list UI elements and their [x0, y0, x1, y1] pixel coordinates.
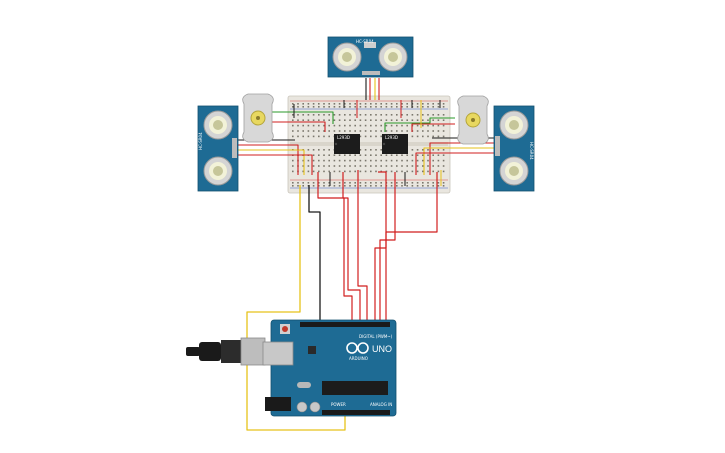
dc-motor-right[interactable] [457, 95, 489, 145]
sensor-right-label: HC-SR04 [529, 142, 534, 160]
ultrasonic-sensor-top[interactable]: HC-SR04 [327, 36, 414, 78]
wire-red-3 [357, 170, 368, 322]
breadboard[interactable] [287, 95, 451, 194]
driver-chip-left[interactable]: L293D [334, 134, 360, 154]
ultrasonic-sensor-icon [332, 42, 408, 72]
ultrasonic-sensor-right[interactable]: HC-SR04 [493, 105, 535, 192]
wire-right-motor-green [384, 117, 455, 132]
driver-chip-left-label: L293D [337, 135, 350, 140]
arduino-digital-header-label: DIGITAL (PWM~) [359, 334, 393, 339]
dc-motor-icon [242, 93, 274, 143]
wire-left-sensor-yellow [238, 149, 305, 175]
driver-chip-right-label: L293D [385, 135, 398, 140]
wire-red-1 [317, 172, 353, 322]
arduino-board[interactable]: DIGITAL (PWM~) UNO ARDUINO POWER ANALOG … [262, 319, 397, 417]
dc-motor-icon [457, 95, 489, 145]
wire-right-sensor-yellow [423, 147, 494, 175]
wire-left-motor-red [270, 121, 326, 132]
arduino-analog-label: ANALOG IN [370, 402, 392, 407]
usb-cable-icon [186, 337, 266, 366]
wire-right-sensor-red2 [415, 152, 494, 175]
wire-left-sensor-red [238, 144, 299, 175]
wire-red-5 [379, 172, 396, 322]
arduino-model-label: UNO [372, 344, 392, 354]
wires [238, 78, 494, 431]
wire-black-gnd [308, 185, 321, 322]
ultrasonic-sensor-left[interactable]: HC-SR04 [197, 105, 239, 192]
wire-right-motor-red [411, 123, 455, 132]
breadboard-holes [292, 103, 445, 187]
arduino-power-label: POWER [331, 402, 346, 407]
wire-red-2 [342, 172, 361, 322]
arduino-board-icon [262, 319, 397, 417]
ultrasonic-sensor-icon [499, 110, 529, 186]
sensor-top-label: HC-SR04 [356, 39, 374, 44]
ultrasonic-sensor-icon [203, 110, 233, 186]
driver-chip-right[interactable]: L293D [382, 134, 408, 154]
wire-left-sensor-red2 [238, 154, 313, 175]
sensor-left-label: HC-SR04 [198, 132, 203, 150]
dc-motor-left[interactable] [242, 93, 274, 143]
wire-yellow-loop [246, 185, 346, 431]
arduino-brand-label: ARDUINO [349, 356, 368, 361]
wire-red-6 [385, 172, 438, 322]
